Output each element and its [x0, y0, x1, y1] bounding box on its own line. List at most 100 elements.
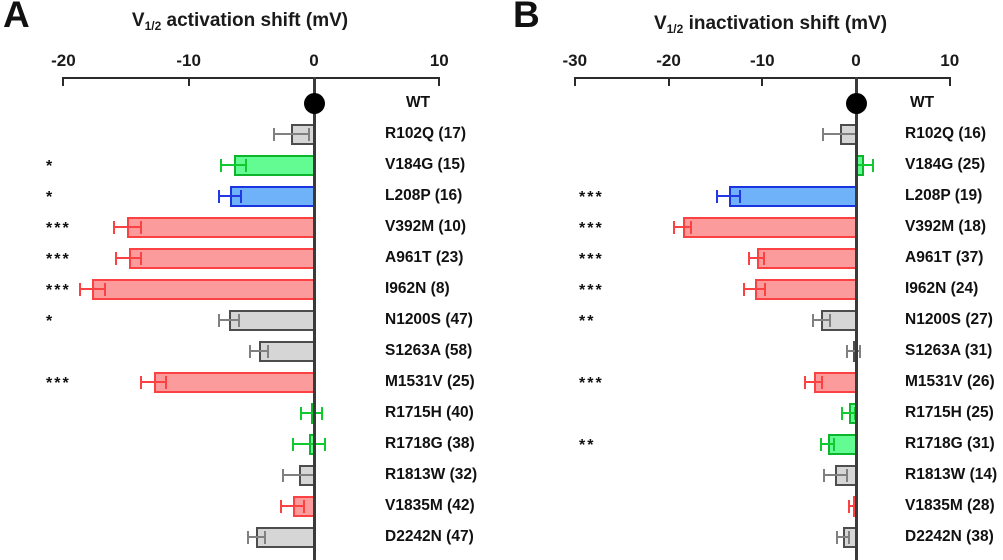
- row-label: N1200S (27): [905, 311, 993, 328]
- row-label: L208P (19): [905, 187, 983, 204]
- error-bar-cap: [140, 375, 143, 389]
- error-bar-cap: [272, 127, 275, 141]
- x-axis-line: [63, 77, 440, 79]
- error-bar: [744, 288, 766, 290]
- x-axis-tick: [187, 77, 190, 86]
- row-label: R1718G (31): [905, 435, 995, 452]
- error-bar-cap: [140, 220, 143, 234]
- error-bar-cap: [300, 406, 303, 420]
- x-axis-tick-label: 0: [309, 51, 319, 70]
- panel-b-title: V1/2 inactivation shift (mV): [618, 13, 923, 36]
- row-label: V1835M (28): [905, 497, 995, 514]
- error-bar-cap: [743, 282, 746, 296]
- significance-label: *: [46, 313, 55, 330]
- row-label: M1531V (25): [385, 373, 475, 390]
- significance-label: **: [579, 313, 596, 330]
- x-axis-tick-label: -20: [51, 51, 76, 70]
- error-bar-cap: [266, 344, 269, 358]
- error-bar: [113, 226, 142, 228]
- bar: [756, 247, 857, 269]
- significance-label: ***: [46, 375, 71, 392]
- error-bar: [837, 536, 849, 538]
- bar: [728, 185, 857, 207]
- error-bar-cap: [822, 127, 825, 141]
- significance-label: **: [579, 437, 596, 454]
- error-bar: [141, 381, 167, 383]
- bar: [153, 371, 315, 393]
- error-bar-cap: [217, 189, 220, 203]
- row-label: A961T (23): [385, 249, 464, 266]
- error-bar-cap: [748, 251, 751, 265]
- row-label: M1531V (26): [905, 373, 995, 390]
- wt-marker: [303, 92, 325, 114]
- row-label: I962N (24): [905, 280, 979, 297]
- panel-a-letter: A: [3, 0, 30, 35]
- row-label: V184G (25): [905, 156, 986, 173]
- row-label: V184G (15): [385, 156, 466, 173]
- error-bar: [856, 164, 873, 166]
- significance-label: ***: [579, 251, 604, 268]
- row-label: R1718G (38): [385, 435, 475, 452]
- significance-label: ***: [579, 282, 604, 299]
- error-bar: [301, 412, 322, 414]
- row-label: A961T (37): [905, 249, 984, 266]
- error-bar-cap: [716, 189, 719, 203]
- error-bar-cap: [78, 282, 81, 296]
- error-bar: [292, 443, 326, 445]
- error-bar-cap: [264, 530, 267, 544]
- error-bar-cap: [140, 251, 143, 265]
- error-bar: [849, 505, 857, 507]
- title-rest: activation shift (mV): [161, 10, 349, 31]
- title-main: V: [653, 13, 667, 34]
- error-bar-cap: [764, 282, 767, 296]
- zero-line: [854, 77, 858, 560]
- title-subscript: 1/2: [666, 22, 684, 36]
- panel-b: B V1/2 inactivation shift (mV) -30-20-10…: [503, 0, 1003, 560]
- title-rest: inactivation shift (mV): [683, 13, 888, 34]
- significance-label: ***: [46, 220, 71, 237]
- row-label: I962N (8): [385, 280, 450, 297]
- error-bar-cap: [115, 251, 118, 265]
- x-axis-tick-label: -10: [749, 51, 775, 70]
- significance-label: ***: [579, 375, 604, 392]
- significance-label: ***: [46, 282, 71, 299]
- error-bar-cap: [320, 406, 323, 420]
- error-bar-cap: [245, 158, 248, 172]
- error-bar-cap: [246, 530, 249, 544]
- wt-label: WT: [406, 94, 431, 111]
- error-bar-cap: [847, 530, 850, 544]
- error-bar-cap: [804, 375, 807, 389]
- x-axis-tick: [573, 77, 576, 86]
- panel-b-letter: B: [513, 0, 540, 35]
- significance-label: *: [46, 189, 55, 206]
- significance-label: ***: [579, 220, 604, 237]
- error-bar-cap: [763, 251, 766, 265]
- error-bar-cap: [249, 344, 252, 358]
- error-bar-cap: [237, 313, 240, 327]
- x-axis-tick-label: 10: [429, 51, 449, 70]
- row-label: D2242N (47): [385, 528, 474, 545]
- error-bar: [841, 412, 856, 414]
- error-bar: [823, 133, 857, 135]
- error-bar-cap: [820, 437, 823, 451]
- row-label: V392M (18): [905, 218, 986, 235]
- error-bar-cap: [291, 437, 294, 451]
- row-label: R1715H (25): [905, 404, 994, 421]
- error-bar-cap: [738, 189, 741, 203]
- error-bar: [812, 319, 830, 321]
- error-bar-cap: [836, 530, 839, 544]
- x-axis-tick: [438, 77, 441, 86]
- error-bar: [846, 350, 860, 352]
- title-subscript: 1/2: [144, 19, 162, 33]
- error-bar: [218, 195, 242, 197]
- wt-marker: [845, 92, 867, 114]
- row-label: V392M (10): [385, 218, 466, 235]
- error-bar: [717, 195, 740, 197]
- error-bar-cap: [840, 406, 843, 420]
- error-bar: [749, 257, 765, 259]
- error-bar-cap: [821, 375, 824, 389]
- significance-label: ***: [579, 189, 604, 206]
- x-axis-tick-label: 10: [940, 51, 960, 70]
